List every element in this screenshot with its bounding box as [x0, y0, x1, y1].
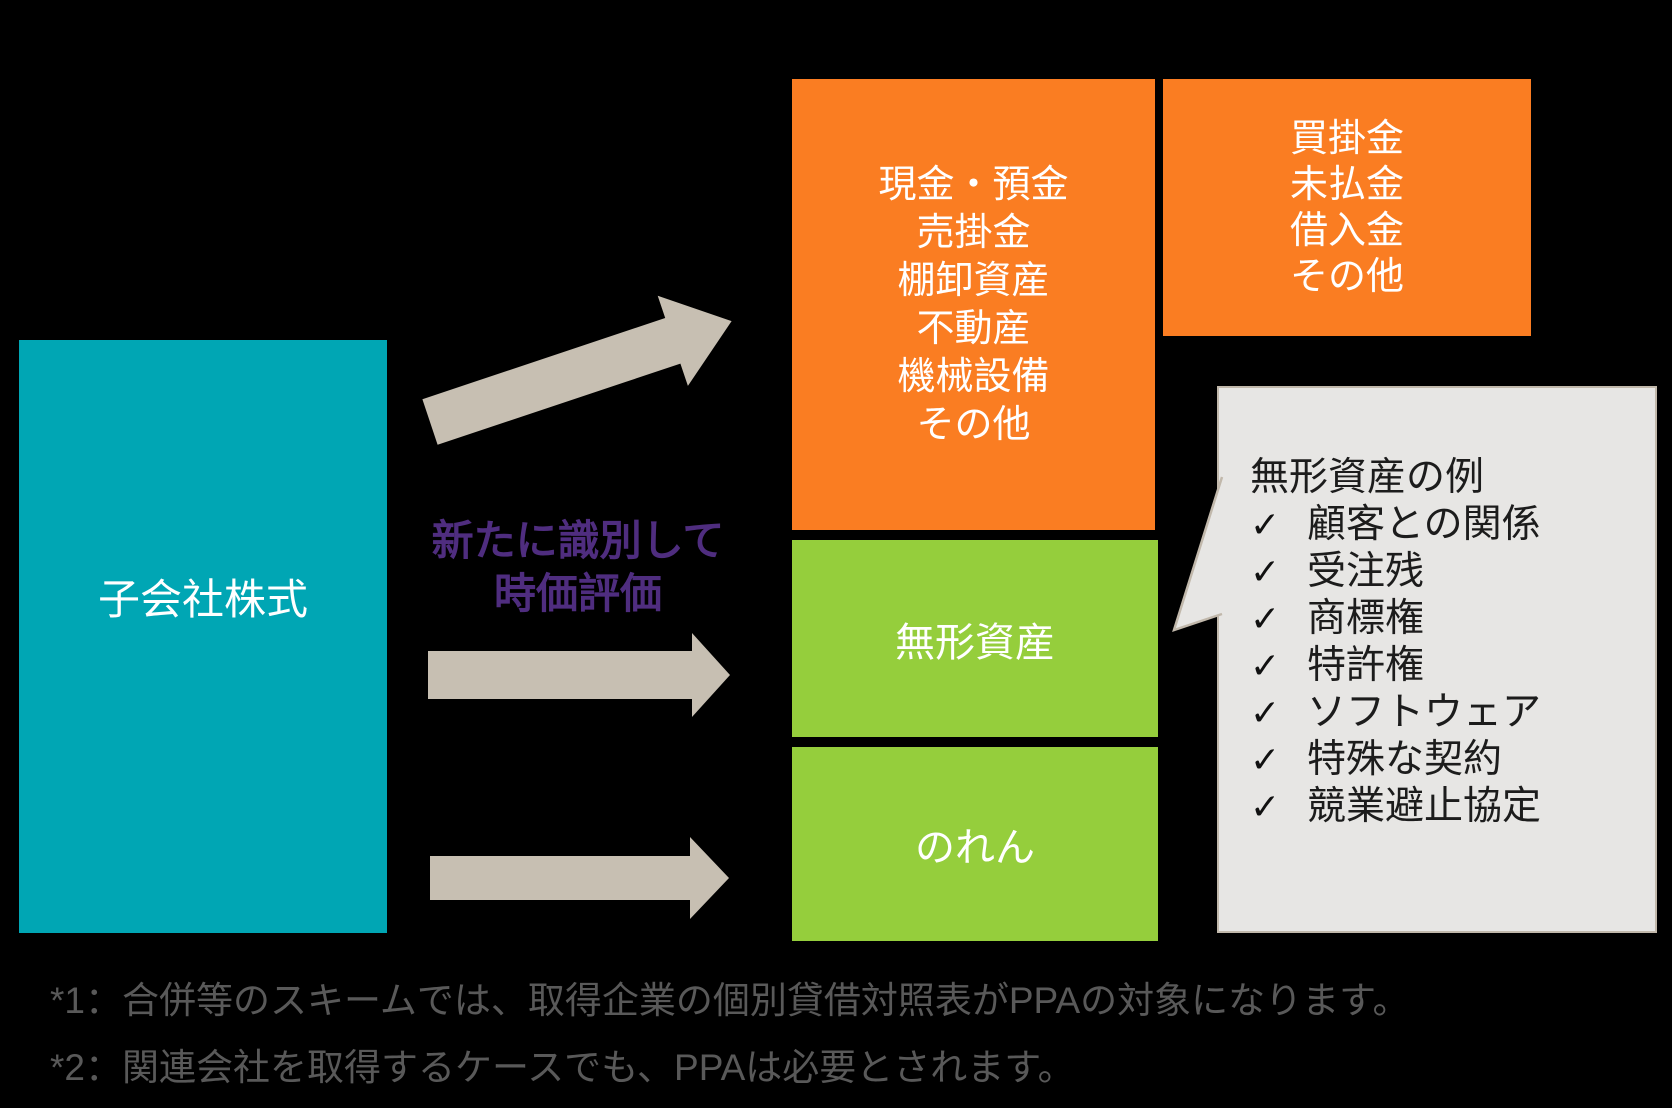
checkmark-icon: ✓	[1250, 551, 1281, 592]
intangible-assets-box: 無形資産	[792, 540, 1158, 737]
footnotes: *1：合併等のスキームでは、取得企業の個別貸借対照表がPPAの対象になります。 *…	[50, 967, 1409, 1101]
callout-item-label: ソフトウェア	[1307, 691, 1542, 734]
assets-box-line: 不動産	[916, 307, 1031, 350]
footnote-line: *1：合併等のスキームでは、取得企業の個別貸借対照表がPPAの対象になります。	[50, 980, 1410, 1021]
goodwill-label: のれん	[915, 826, 1035, 870]
intangible-examples-title: 無形資産の例	[1250, 456, 1485, 499]
assets-box-line: 現金・預金	[878, 163, 1069, 206]
callout-item-label: 特殊な契約	[1307, 738, 1503, 781]
liabilities-box-line: 未払金	[1289, 163, 1404, 206]
intangible-example-item: ✓ ソフトウェア	[1250, 689, 1635, 736]
checkmark-icon: ✓	[1250, 598, 1281, 639]
intangible-example-item: ✓ 商標権	[1250, 595, 1635, 642]
intangible-example-item: ✓ 受注残	[1250, 548, 1635, 595]
arrow-to-goodwill	[430, 837, 729, 919]
intangible-example-item: ✓ 特殊な契約	[1250, 736, 1635, 783]
arrow-to-intangible	[428, 633, 730, 717]
checkmark-icon: ✓	[1250, 504, 1281, 545]
liabilities-box-line: 買掛金	[1289, 117, 1404, 160]
subsidiary-shares-box: 子会社株式	[19, 340, 387, 933]
intangible-examples-callout: 無形資産の例 ✓顧客との関係✓受注残✓商標権✓特許権✓ソフトウェア✓特殊な契約✓…	[1217, 386, 1657, 933]
checkmark-icon: ✓	[1250, 739, 1281, 780]
callout-item-label: 受注残	[1307, 550, 1425, 593]
intangible-assets-label: 無形資産	[895, 620, 1055, 665]
liabilities-box-line: その他	[1289, 255, 1404, 298]
assets-box-line: 機械設備	[897, 355, 1050, 398]
assets-box-line: その他	[916, 403, 1031, 446]
assets-box-line: 棚卸資産	[897, 259, 1050, 302]
intangible-example-item: ✓ 顧客との関係	[1250, 501, 1635, 548]
revaluation-annotation-line2: 時価評価	[493, 570, 662, 617]
assets-box: 現金・預金売掛金棚卸資産不動産機械設備その他	[792, 79, 1155, 530]
assets-box-line: 売掛金	[916, 211, 1031, 254]
callout-item-label: 特許権	[1307, 644, 1425, 687]
revaluation-annotation-line1: 新たに識別して	[431, 517, 725, 564]
revaluation-annotation: 新たに識別して 時価評価	[417, 514, 739, 620]
callout-item-label: 顧客との関係	[1307, 503, 1541, 546]
checkmark-icon: ✓	[1250, 645, 1281, 686]
subsidiary-shares-label: 子会社株式	[97, 576, 308, 623]
checkmark-icon: ✓	[1250, 692, 1281, 733]
intangible-examples-content: 無形資産の例 ✓顧客との関係✓受注残✓商標権✓特許権✓ソフトウェア✓特殊な契約✓…	[1219, 388, 1655, 830]
liabilities-box: 買掛金未払金借入金その他	[1163, 79, 1531, 336]
callout-item-label: 商標権	[1307, 597, 1425, 640]
liabilities-box-line: 借入金	[1289, 209, 1404, 252]
arrow-to-assets	[422, 295, 732, 445]
intangible-example-item: ✓ 競業避止協定	[1250, 783, 1635, 830]
callout-item-label: 競業避止協定	[1307, 785, 1542, 828]
footnote-line: *2：関連会社を取得するケースでも、PPAは必要とされます。	[50, 1047, 1075, 1088]
intangible-examples-list: ✓ 顧客との関係 ✓ 受注残 ✓ 商標権 ✓ 特許権 ✓ ソフトウェア ✓ 特殊な契約 ✓ 競業避止協定	[1250, 501, 1635, 830]
checkmark-icon: ✓	[1250, 786, 1281, 827]
callout-tail-pointer	[1172, 476, 1224, 632]
intangible-example-item: ✓ 特許権	[1250, 642, 1635, 689]
goodwill-box: のれん	[792, 747, 1158, 941]
